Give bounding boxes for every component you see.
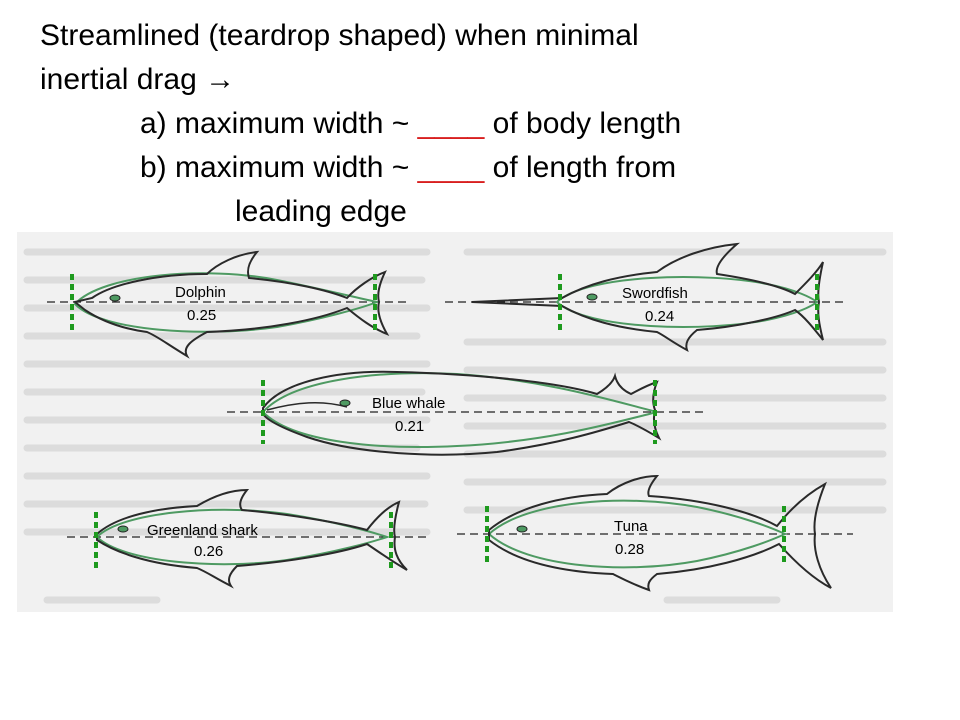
greenland-shark-eye xyxy=(117,525,129,533)
blue-whale-eye xyxy=(339,399,351,407)
fish-body-shape-figure: Dolphin 0.25 Swordfish 0.24 Blue whale 0… xyxy=(17,232,893,612)
question-text: Streamlined (teardrop shaped) when minim… xyxy=(40,14,681,234)
part-a-blank: ____ xyxy=(417,107,485,140)
dolphin-ratio: 0.25 xyxy=(187,307,216,324)
swordfish-label: Swordfish xyxy=(622,285,688,302)
tuna-teardrop xyxy=(487,499,788,569)
question-part-b: b) maximum width ~ ____ of length from xyxy=(40,146,681,190)
greenland-shark-label: Greenland shark xyxy=(147,522,258,539)
tuna-diagram: Tuna 0.28 xyxy=(457,474,853,592)
right-arrow-icon: → xyxy=(205,63,236,96)
question-part-a: a) maximum width ~ ____ of body length xyxy=(40,102,681,146)
dolphin-diagram: Dolphin 0.25 xyxy=(47,250,407,359)
greenland-shark-outline xyxy=(96,488,408,589)
dolphin-eye xyxy=(109,294,121,302)
question-line-2: inertial drag → xyxy=(40,58,681,102)
part-b-blank: ____ xyxy=(417,151,485,184)
part-b-prefix: b) maximum width ~ xyxy=(140,151,418,184)
tuna-eye xyxy=(516,525,528,533)
blue-whale-label: Blue whale xyxy=(372,395,445,412)
greenland-shark-diagram: Greenland shark 0.26 xyxy=(67,488,427,589)
dolphin-label: Dolphin xyxy=(175,284,226,301)
question-line-2-text: inertial drag xyxy=(40,63,197,96)
part-b-suffix: of length from xyxy=(484,151,677,184)
swordfish-ratio: 0.24 xyxy=(645,308,674,325)
tuna-label: Tuna xyxy=(614,518,648,535)
swordfish-teardrop xyxy=(555,276,819,328)
swordfish-eye xyxy=(586,293,598,301)
part-a-suffix: of body length xyxy=(484,107,682,140)
dolphin-outline xyxy=(72,250,390,359)
swordfish-diagram: Swordfish 0.24 xyxy=(445,242,845,353)
blue-whale-diagram: Blue whale 0.21 xyxy=(227,370,707,456)
tuna-ratio: 0.28 xyxy=(615,541,644,558)
part-a-prefix: a) maximum width ~ xyxy=(140,107,418,140)
tuna-outline xyxy=(488,474,832,592)
question-part-b-continued: leading edge xyxy=(235,195,407,228)
question-line-1: Streamlined (teardrop shaped) when minim… xyxy=(40,19,639,52)
blue-whale-mouth-line xyxy=(266,401,348,411)
swordfish-outline xyxy=(471,242,824,353)
greenland-shark-teardrop xyxy=(95,508,391,566)
greenland-shark-ratio: 0.26 xyxy=(194,543,223,560)
blue-whale-ratio: 0.21 xyxy=(395,418,424,435)
faint-page-text xyxy=(23,248,887,604)
